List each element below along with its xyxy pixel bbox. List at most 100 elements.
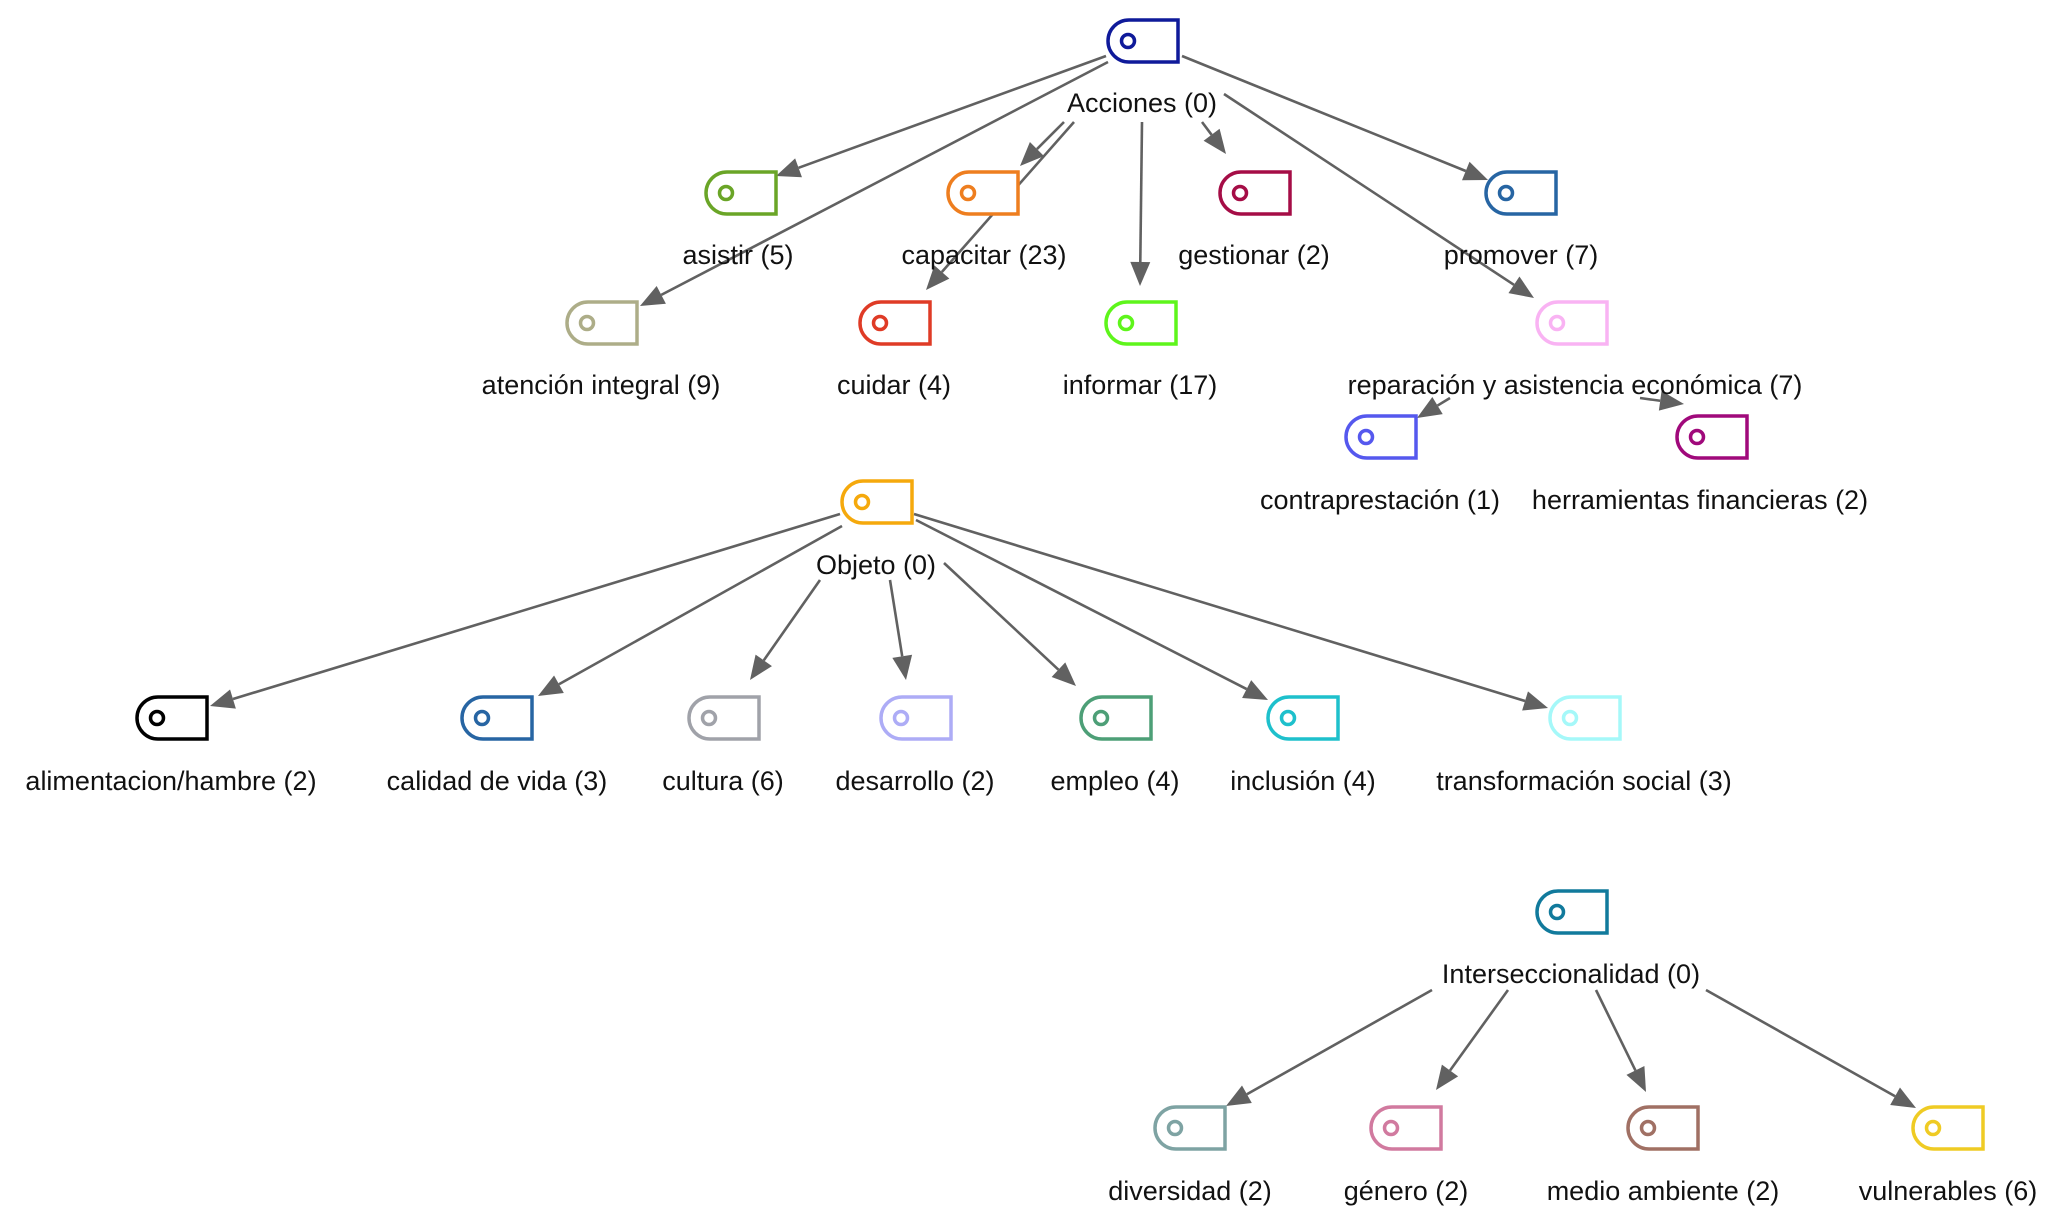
code-node-cultura[interactable]: cultura (6) — [662, 695, 784, 796]
code-node-transformacion-social[interactable]: transformación social (3) — [1436, 695, 1732, 796]
edge-line — [913, 512, 1526, 703]
code-node-vulnerables[interactable]: vulnerables (6) — [1859, 1105, 2038, 1206]
edge-reparacion-to-contraprestacion — [1417, 396, 1451, 418]
tag-icon — [1079, 695, 1153, 741]
code-node-gestionar[interactable]: gestionar (2) — [1178, 170, 1330, 270]
arrowhead-icon — [750, 654, 772, 680]
code-node-objeto[interactable]: Objeto (0) — [816, 479, 936, 580]
edge-line — [798, 54, 1107, 170]
code-node-calidad-de-vida[interactable]: calidad de vida (3) — [387, 695, 608, 796]
code-node-diversidad[interactable]: diversidad (2) — [1108, 1105, 1272, 1206]
code-node-medio-ambiente[interactable]: medio ambiente (2) — [1547, 1105, 1780, 1206]
edge-objeto-to-transformacion-social — [913, 512, 1548, 711]
edge-line — [943, 562, 1060, 671]
code-label: empleo (4) — [1050, 766, 1179, 796]
edge-line — [1639, 396, 1661, 403]
tag-icon — [1153, 1105, 1227, 1151]
arrowhead-icon — [776, 158, 802, 178]
edge-acciones-to-reparacion — [1223, 92, 1534, 298]
code-label: promover (7) — [1444, 240, 1599, 270]
edge-interseccionalidad-to-diversidad — [1226, 988, 1433, 1106]
tag-icon — [1484, 170, 1558, 216]
edge-line — [1036, 121, 1065, 150]
edge-objeto-to-alimentacion — [210, 512, 841, 709]
arrowhead-icon — [926, 265, 950, 290]
arrowhead-icon — [1508, 276, 1534, 298]
tag-icon — [1675, 414, 1749, 460]
tag-icon — [1535, 889, 1609, 935]
code-node-desarrollo[interactable]: desarrollo (2) — [835, 695, 995, 796]
code-label: contraprestación (1) — [1260, 485, 1500, 515]
code-label: atención integral (9) — [482, 370, 721, 400]
tag-icon — [858, 300, 932, 346]
tag-icon — [1104, 300, 1178, 346]
code-node-reparacion[interactable]: reparación y asistencia económica (7) — [1348, 300, 1803, 400]
edge-reparacion-to-herramientas — [1639, 390, 1684, 411]
code-node-empleo[interactable]: empleo (4) — [1050, 695, 1180, 796]
edge-objeto-to-inclusion — [915, 518, 1268, 700]
edge-objeto-to-desarrollo — [888, 579, 913, 680]
nodes-layer: Acciones (0) asistir (5) capacitar (23) ges… — [25, 18, 2038, 1206]
arrowhead-icon — [892, 654, 913, 680]
tag-icon — [460, 695, 534, 741]
code-label: reparación y asistencia económica (7) — [1348, 370, 1803, 400]
edge-acciones-to-atencion-integral — [640, 60, 1109, 306]
code-node-promover[interactable]: promover (7) — [1444, 170, 1599, 270]
arrowhead-icon — [1020, 141, 1045, 166]
arrowhead-icon — [1203, 128, 1226, 154]
code-node-informar[interactable]: informar (17) — [1063, 300, 1218, 400]
arrowhead-icon — [538, 675, 564, 696]
arrowhead-icon — [640, 286, 666, 306]
edge-line — [1705, 988, 1896, 1098]
code-node-inclusion[interactable]: inclusión (4) — [1230, 695, 1376, 796]
code-label: vulnerables (6) — [1859, 1176, 2038, 1206]
tag-icon — [1548, 695, 1622, 741]
edge-line — [558, 524, 843, 686]
code-node-genero[interactable]: género (2) — [1344, 1105, 1469, 1206]
tag-icon — [1535, 300, 1609, 346]
arrowhead-icon — [1522, 691, 1548, 711]
edges-layer — [210, 54, 1916, 1108]
tag-icon — [1626, 1105, 1700, 1151]
tag-icon — [879, 695, 953, 741]
edge-interseccionalidad-to-vulnerables — [1705, 988, 1916, 1108]
arrowhead-icon — [1626, 1066, 1646, 1092]
code-node-atencion-integral[interactable]: atención integral (9) — [482, 300, 721, 400]
code-node-interseccionalidad[interactable]: Interseccionalidad (0) — [1442, 889, 1700, 989]
tag-icon — [946, 170, 1020, 216]
arrowhead-icon — [1130, 261, 1151, 286]
tag-icon — [1218, 170, 1292, 216]
edge-line — [1448, 989, 1510, 1072]
arrowhead-icon — [1890, 1087, 1916, 1108]
edge-acciones-to-informar — [1130, 121, 1151, 286]
code-node-acciones[interactable]: Acciones (0) — [1067, 18, 1217, 118]
edge-line — [888, 579, 904, 657]
tag-icon — [840, 479, 914, 525]
tag-icon — [1369, 1105, 1443, 1151]
tag-icon — [1344, 414, 1418, 460]
edge-acciones-to-asistir — [776, 54, 1107, 178]
code-node-asistir[interactable]: asistir (5) — [682, 170, 794, 270]
tag-icon — [565, 300, 639, 346]
code-node-contraprestacion[interactable]: contraprestación (1) — [1260, 414, 1500, 515]
arrowhead-icon — [1226, 1085, 1252, 1106]
code-label: asistir (5) — [682, 240, 793, 270]
edge-line — [915, 518, 1248, 691]
code-node-capacitar[interactable]: capacitar (23) — [901, 170, 1067, 270]
code-node-cuidar[interactable]: cuidar (4) — [837, 300, 951, 400]
arrowhead-icon — [1462, 161, 1488, 181]
edge-line — [1246, 988, 1433, 1096]
arrowhead-icon — [1417, 397, 1443, 418]
tag-icon — [1106, 18, 1180, 64]
tag-icon — [687, 695, 761, 741]
edge-line — [1181, 54, 1467, 173]
code-node-herramientas[interactable]: herramientas financieras (2) — [1532, 414, 1868, 515]
edge-objeto-to-cultura — [750, 579, 822, 680]
edge-objeto-to-calidad-de-vida — [538, 524, 843, 696]
arrowhead-icon — [1051, 662, 1076, 686]
edge-acciones-to-promover — [1181, 54, 1488, 181]
code-label: cuidar (4) — [837, 370, 951, 400]
code-node-alimentacion[interactable]: alimentacion/hambre (2) — [25, 695, 317, 796]
code-label: informar (17) — [1063, 370, 1218, 400]
